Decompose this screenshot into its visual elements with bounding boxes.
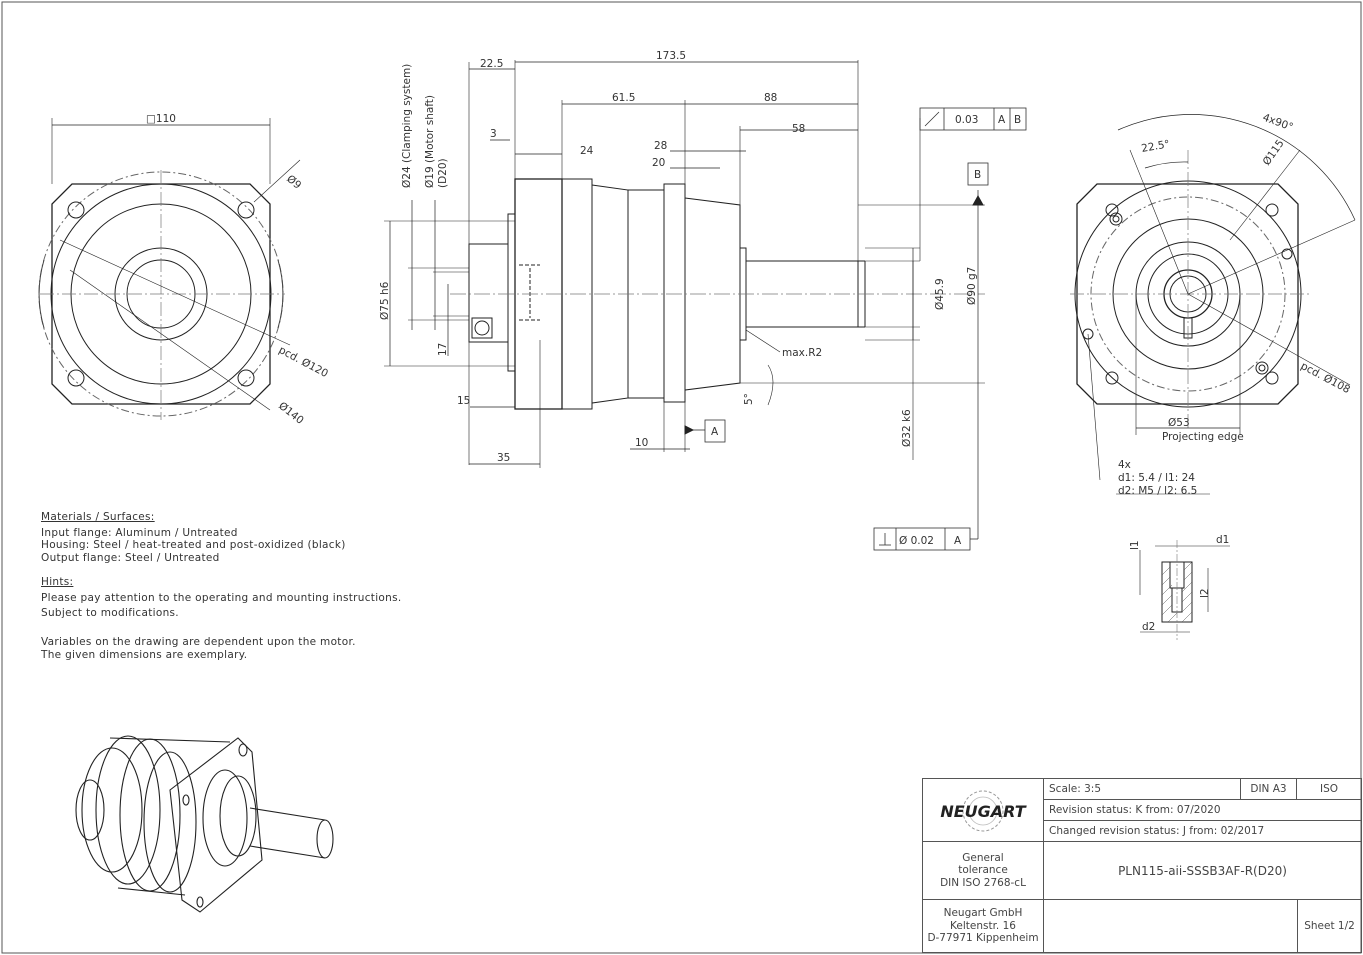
tolerance-line: DIN ISO 2768-cL: [940, 876, 1026, 889]
dim-d20: (D20): [437, 158, 449, 188]
dim-pcd-120: pcd. Ø120: [277, 344, 330, 380]
dim-32-k6: Ø32 k6: [901, 409, 913, 447]
note-d2-l2: d2: M5 / l2: 6.5: [1118, 485, 1197, 497]
detail-l1: l1: [1129, 540, 1141, 550]
materials-heading: Materials / Surfaces:: [41, 511, 155, 523]
dim-angle-5: 5°: [743, 393, 755, 405]
note-projecting-edge: Projecting edge: [1162, 431, 1244, 443]
dim-58: 58: [792, 123, 805, 135]
dim-35: 35: [497, 452, 510, 464]
standard-cell: ISO: [1297, 779, 1361, 800]
right-view: [1070, 114, 1356, 495]
svg-text:Ø 0.02: Ø 0.02: [899, 535, 934, 547]
dim-173-5: 173.5: [656, 50, 686, 62]
dim-22-5: 22.5: [480, 58, 503, 70]
detail-l2: l2: [1199, 588, 1211, 598]
feature-control-runout: 0.03 A B: [919, 107, 1027, 131]
dim-outer-140: Ø140: [276, 400, 306, 427]
company-line: Keltenstr. 16: [950, 919, 1016, 932]
datum-b-box: B: [967, 162, 989, 186]
dim-75-h6: Ø75 h6: [379, 281, 391, 320]
format-cell: DIN A3: [1241, 779, 1297, 800]
svg-text:A: A: [954, 535, 962, 547]
scale-cell: Scale: 3:5: [1044, 779, 1241, 800]
variables-line: Variables on the drawing are dependent u…: [41, 636, 356, 649]
dim-square-110: □110: [146, 113, 176, 125]
dim-pcd-108: pcd. Ø108: [1299, 360, 1352, 396]
dim-28: 28: [654, 140, 667, 152]
hint-line: Subject to modifications.: [41, 606, 179, 619]
dim-10: 10: [635, 437, 648, 449]
material-line: Housing: Steel / heat-treated and post-o…: [41, 539, 346, 552]
title-block: NEUGART Scale: 3:5 DIN A3 ISO Revision s…: [922, 778, 1362, 953]
tolerance-cell: General tolerance DIN ISO 2768-cL: [923, 842, 1044, 900]
note-4x: 4x: [1118, 459, 1131, 471]
note-max-r2: max.R2: [782, 347, 822, 359]
svg-text:B: B: [974, 169, 981, 181]
hints-heading: Hints:: [41, 576, 74, 589]
feature-control-perpendicular: Ø 0.02 A: [873, 527, 978, 551]
changed-revision-cell: Changed revision status: J from: 02/2017: [1044, 821, 1361, 842]
hint-line: Please pay attention to the operating an…: [41, 591, 402, 604]
dim-motor-shaft: Ø19 (Motor shaft): [424, 95, 436, 188]
detail-d2: d2: [1142, 621, 1155, 633]
svg-text:NEUGART: NEUGART: [940, 802, 1026, 821]
dim-90-g7: Ø90 g7: [966, 267, 978, 305]
blank-cell: [1044, 900, 1298, 952]
datum-a-box: A: [704, 419, 726, 443]
logo-cell: NEUGART: [923, 779, 1044, 842]
dim-15: 15: [457, 395, 470, 407]
dim-24: 24: [580, 145, 594, 157]
dim-115: Ø115: [1261, 138, 1287, 168]
isometric-view: [75, 735, 334, 913]
svg-text:0.03: 0.03: [955, 114, 978, 126]
company-cell: Neugart GmbH Keltenstr. 16 D-77971 Kippe…: [923, 900, 1044, 952]
detail-d1: d1: [1216, 534, 1229, 546]
note-d1-l1: d1: 5.4 / l1: 24: [1118, 472, 1195, 484]
material-line: Input flange: Aluminum / Untreated: [41, 526, 238, 539]
svg-text:B: B: [1014, 114, 1021, 126]
variables-line: The given dimensions are exemplary.: [41, 648, 248, 661]
dim-61-5: 61.5: [612, 92, 635, 104]
company-line: D-77971 Kippenheim: [927, 932, 1039, 945]
dim-17: 17: [437, 343, 449, 356]
dim-88: 88: [764, 92, 777, 104]
material-line: Output flange: Steel / Untreated: [41, 551, 220, 564]
dim-4x90: 4x90°: [1261, 112, 1295, 134]
tolerance-line: tolerance: [958, 864, 1008, 877]
left-view: [38, 118, 301, 420]
dim-hole-9: Ø9: [284, 173, 303, 192]
dim-53: Ø53: [1168, 417, 1190, 429]
dim-22-5-deg: 22.5°: [1140, 138, 1170, 155]
part-number: PLN115-aii-SSSB3AF-R(D20): [1044, 842, 1361, 900]
center-view: [384, 60, 985, 539]
dim-clamping: Ø24 (Clamping system): [401, 64, 413, 188]
hole-detail: [1139, 540, 1230, 640]
dim-3: 3: [490, 128, 497, 140]
svg-text:A: A: [998, 114, 1006, 126]
sheet-number: Sheet 1/2: [1304, 920, 1355, 932]
dim-20: 20: [652, 157, 665, 169]
tolerance-line: General: [962, 851, 1004, 864]
dim-45-9: Ø45.9: [934, 278, 946, 310]
company-line: Neugart GmbH: [943, 907, 1023, 920]
svg-text:A: A: [711, 426, 719, 438]
notes-block: Materials / Surfaces: Input flange: Alum…: [41, 511, 402, 661]
neugart-logo: NEUGART: [940, 790, 1027, 832]
revision-cell: Revision status: K from: 07/2020: [1044, 800, 1361, 821]
